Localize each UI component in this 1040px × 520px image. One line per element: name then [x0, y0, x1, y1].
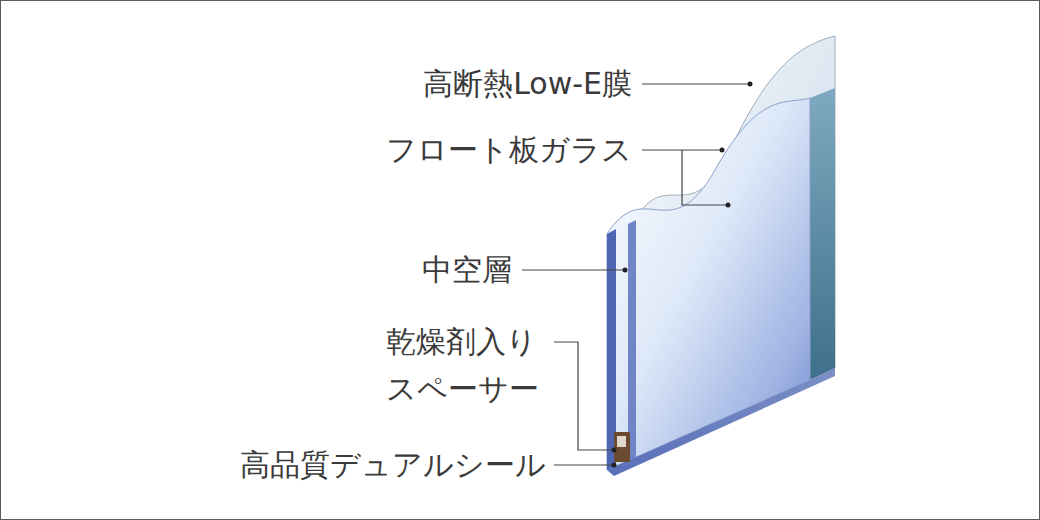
front-glass-pane	[607, 98, 810, 470]
side-face	[810, 88, 835, 380]
part-label: フロート板ガラス	[386, 130, 632, 170]
leader-line	[554, 464, 614, 465]
spacer-detail	[617, 436, 626, 447]
part-label: 高断熱Low-E膜	[423, 64, 632, 104]
leader-dot	[612, 463, 617, 468]
bottom-face	[607, 368, 835, 476]
leader-dot	[623, 268, 628, 273]
leader-line	[682, 150, 728, 205]
leader-dot	[726, 203, 731, 208]
leader-dot	[612, 448, 617, 453]
part-label: 中空層	[422, 250, 512, 290]
part-label: 高品質デュアルシール	[240, 445, 546, 485]
leader-line	[642, 83, 750, 84]
pane-edge	[628, 220, 636, 462]
leader-dot	[748, 82, 753, 87]
leader-dots	[612, 82, 753, 468]
leader-line	[522, 269, 625, 270]
part-label: 乾燥剤入り スペーサー	[386, 318, 556, 412]
leader-dot	[720, 148, 725, 153]
spacer	[614, 432, 630, 462]
leader-line	[554, 342, 614, 450]
